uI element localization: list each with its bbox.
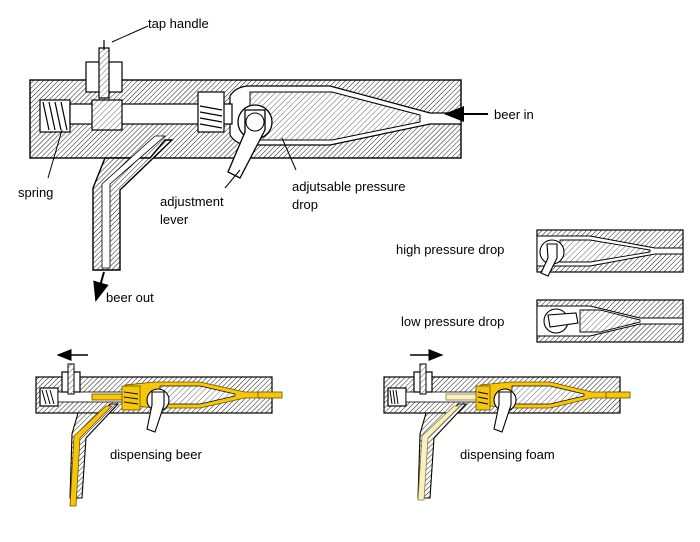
label-lever: lever	[160, 212, 189, 227]
outlet-spout	[92, 139, 174, 271]
label-dispensing-beer: dispensing beer	[110, 447, 202, 462]
label-beer-in: beer in	[494, 107, 534, 122]
dispensing-beer-diagram	[35, 349, 283, 507]
label-low-pressure-drop: low pressure drop	[401, 314, 504, 329]
lever-high	[540, 243, 558, 277]
label-dispensing-foam: dispensing foam	[460, 447, 555, 462]
dispensing-foam-diagram	[383, 349, 631, 501]
lever-low	[547, 312, 579, 328]
outlet-bore	[101, 135, 167, 269]
label-beer-out: beer out	[106, 290, 154, 305]
main-tap-assembly	[29, 40, 462, 271]
main-leaders	[47, 25, 488, 302]
label-tap-handle: tap handle	[148, 16, 209, 31]
valve-piston	[91, 99, 123, 131]
label-pressure-drop-1: adjutsable pressure	[292, 179, 405, 194]
label-high-pressure-drop: high pressure drop	[396, 242, 504, 257]
label-adjustment: adjustment	[160, 194, 224, 209]
label-pressure-drop-2: drop	[292, 197, 318, 212]
spring-coil	[42, 101, 68, 131]
lever-spring	[199, 105, 223, 129]
spring-chamber	[39, 99, 71, 133]
low-pressure-inset	[536, 299, 684, 343]
tap-handle-stem	[98, 47, 110, 99]
high-pressure-inset	[536, 229, 684, 277]
label-spring: spring	[18, 185, 53, 200]
